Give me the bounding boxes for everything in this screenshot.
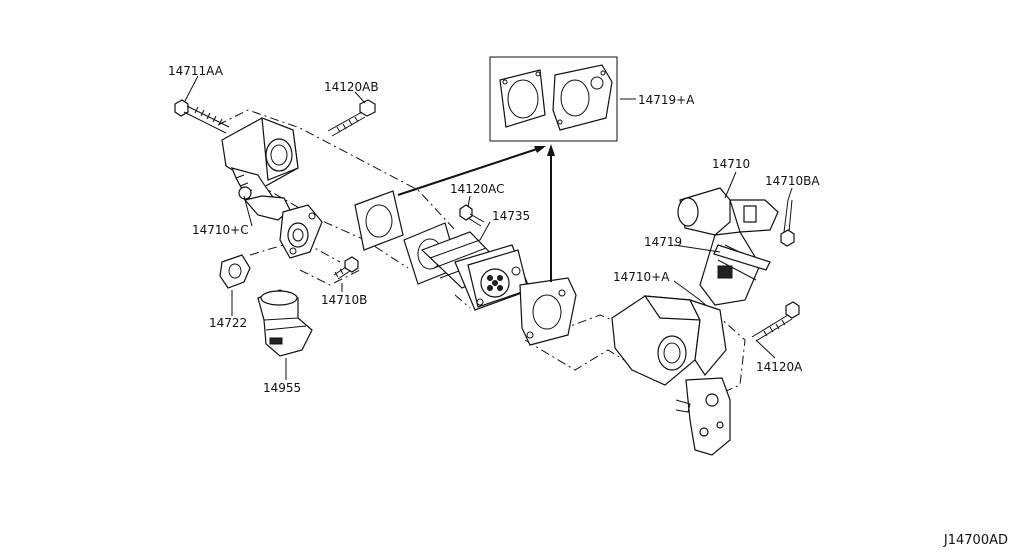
label-14719: 14719 bbox=[644, 235, 682, 249]
gasket-callout-box bbox=[489, 56, 618, 142]
bolt-14120AB[interactable] bbox=[327, 99, 376, 137]
label-14120AB: 14120AB bbox=[324, 80, 379, 94]
solenoid-14955[interactable] bbox=[257, 289, 313, 357]
bolt-14710B[interactable] bbox=[333, 256, 359, 280]
label-14735: 14735 bbox=[492, 209, 530, 223]
egr-cooler-14735[interactable] bbox=[403, 222, 531, 311]
sensor-14722[interactable] bbox=[219, 254, 251, 289]
label-14955: 14955 bbox=[263, 381, 301, 395]
egr-valve-14710C[interactable] bbox=[221, 117, 323, 259]
callout-arrows bbox=[397, 144, 555, 282]
gasket-14719A-b[interactable] bbox=[552, 64, 613, 131]
label-14710: 14710 bbox=[712, 157, 750, 171]
part-labels: 14711AA 14120AB 14719+A 14710+C 14120AC … bbox=[168, 64, 820, 395]
label-14710BA: 14710BA bbox=[765, 174, 820, 188]
gasket-square[interactable] bbox=[354, 190, 404, 251]
bolt-14120A[interactable] bbox=[751, 301, 800, 342]
label-14710C: 14710+C bbox=[192, 223, 249, 237]
diagram-reference-code: J14700AD bbox=[943, 533, 1008, 548]
gasket-14719A-a[interactable] bbox=[499, 69, 546, 128]
label-14120AC: 14120AC bbox=[450, 182, 505, 196]
label-14711AA: 14711AA bbox=[168, 64, 224, 78]
bolt-14711AA[interactable] bbox=[174, 99, 230, 134]
leader-lines bbox=[184, 75, 793, 380]
bolt-14710BA[interactable] bbox=[780, 199, 795, 247]
label-14719A: 14719+A bbox=[638, 93, 695, 107]
gasket-cooler-outlet[interactable] bbox=[519, 277, 577, 346]
label-14722: 14722 bbox=[209, 316, 247, 330]
label-14710B: 14710B bbox=[321, 293, 367, 307]
bolt-14120AC[interactable] bbox=[459, 204, 485, 227]
label-14710A: 14710+A bbox=[613, 270, 670, 284]
egr-valve-14710A[interactable] bbox=[611, 295, 731, 456]
label-14120A: 14120A bbox=[756, 360, 803, 374]
egr-valve-14710[interactable] bbox=[677, 187, 779, 306]
